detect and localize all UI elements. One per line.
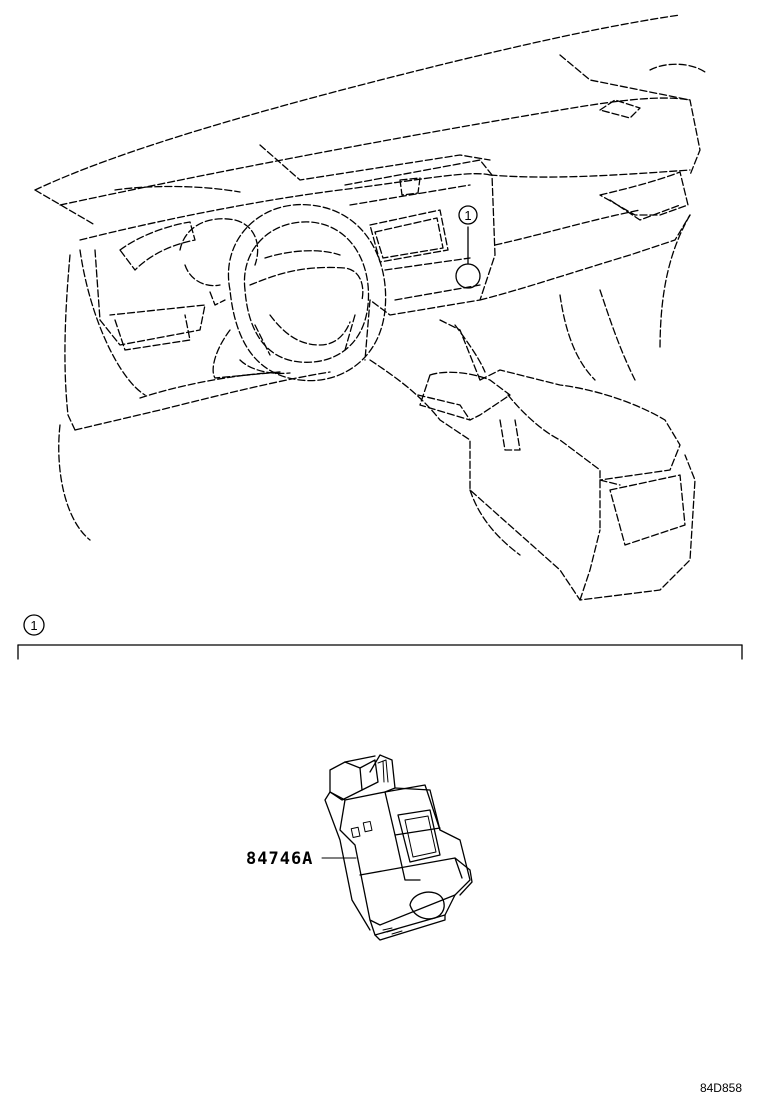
switch-part-illustration [324, 754, 473, 941]
callout-number-top: 1 [464, 208, 471, 223]
figure-code: 84D858 [700, 1081, 742, 1095]
part-number-label: 84746A [246, 849, 313, 869]
section-bracket [17, 614, 743, 660]
dashboard-illustration [34, 14, 706, 601]
section-callout-number: 1 [30, 618, 37, 633]
switch-location-marker [455, 205, 481, 289]
